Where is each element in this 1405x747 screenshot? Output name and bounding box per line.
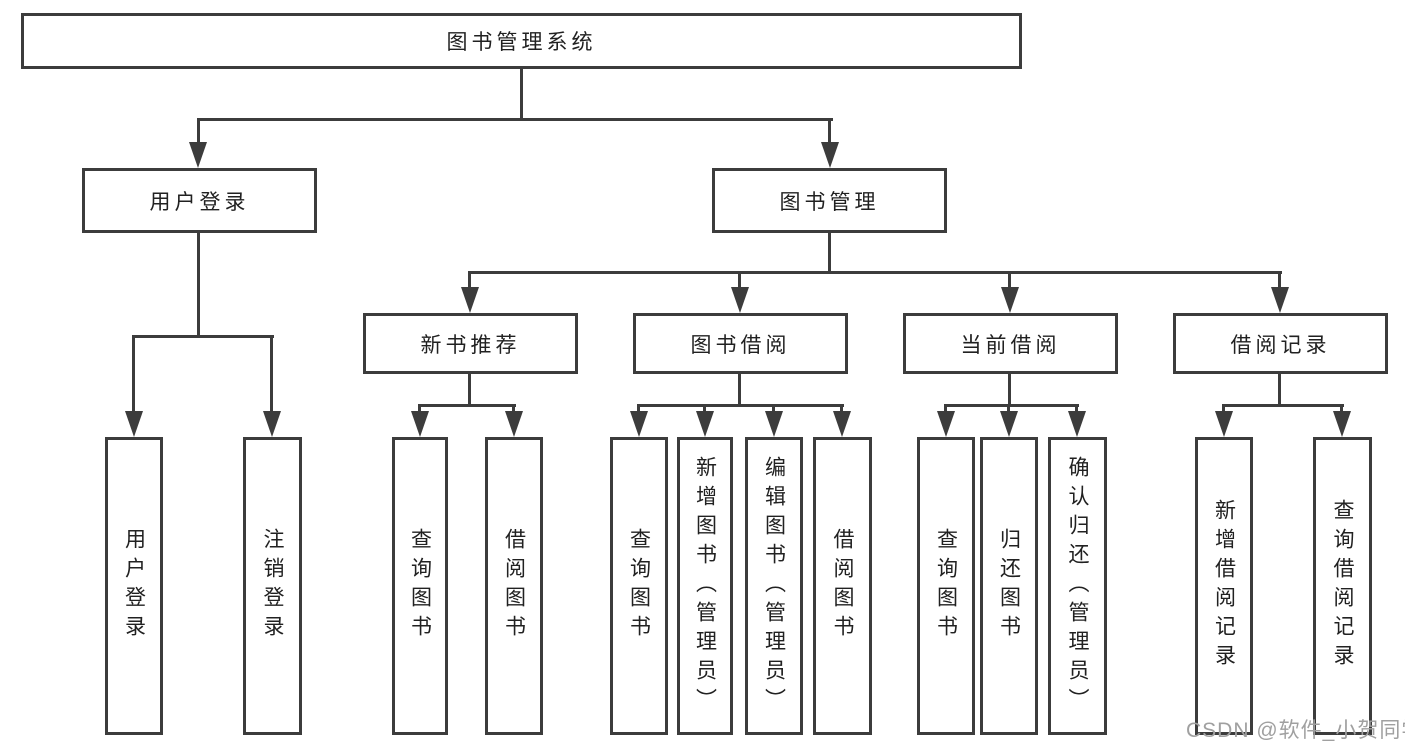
arrowhead-down-icon [411, 411, 429, 437]
leaf-query-books-borrow: 查询图书 [610, 437, 668, 735]
connector-line [520, 69, 523, 118]
connector-line [132, 335, 135, 411]
leaf-query-books-recommend: 查询图书 [392, 437, 448, 735]
arrowhead-down-icon [833, 411, 851, 437]
leaf-edit-books-admin: 编辑图书（管理员） [745, 437, 803, 735]
connector-line [418, 404, 421, 411]
leaf-user-login: 用户登录 [105, 437, 163, 735]
connector-line [468, 271, 471, 287]
leaf-return-books: 归还图书 [980, 437, 1038, 735]
connector-line [197, 118, 200, 142]
node-library-system: 图书管理系统 [21, 13, 1022, 69]
arrowhead-down-icon [630, 411, 648, 437]
arrowhead-down-icon [1001, 287, 1019, 313]
connector-line [828, 118, 831, 142]
connector-line [944, 404, 947, 411]
arrowhead-down-icon [731, 287, 749, 313]
leaf-logout: 注销登录 [243, 437, 302, 735]
connector-line [637, 404, 640, 411]
node-borrow-records: 借阅记录 [1173, 313, 1388, 374]
connector-line [1007, 404, 1010, 411]
connector-line [1008, 271, 1011, 287]
connector-line [1222, 404, 1225, 411]
arrowhead-down-icon [1271, 287, 1289, 313]
connector-line [197, 118, 833, 121]
leaf-borrow-books: 借阅图书 [813, 437, 872, 735]
leaf-query-borrow-record: 查询借阅记录 [1313, 437, 1372, 735]
connector-line [840, 404, 843, 411]
connector-line [637, 404, 844, 407]
connector-line [1340, 404, 1343, 411]
arrowhead-down-icon [125, 411, 143, 437]
leaf-add-books-admin: 新增图书（管理员） [677, 437, 733, 735]
connector-line [1075, 404, 1078, 411]
arrowhead-down-icon [1333, 411, 1351, 437]
connector-line [512, 404, 515, 411]
connector-line [738, 271, 741, 287]
node-book-management: 图书管理 [712, 168, 947, 233]
node-new-book-recommend: 新书推荐 [363, 313, 578, 374]
leaf-confirm-return-admin: 确认归还（管理员） [1048, 437, 1107, 735]
connector-line [468, 374, 471, 404]
node-current-borrow: 当前借阅 [903, 313, 1118, 374]
connector-line [197, 232, 200, 335]
connector-line [1278, 374, 1281, 404]
arrowhead-down-icon [1000, 411, 1018, 437]
arrowhead-down-icon [461, 287, 479, 313]
arrowhead-down-icon [765, 411, 783, 437]
connector-line [738, 374, 741, 404]
csdn-watermark: CSDN @软件_小贺同学 [1186, 719, 1405, 742]
arrowhead-down-icon [1215, 411, 1233, 437]
leaf-borrow-books-recommend: 借阅图书 [485, 437, 543, 735]
leaf-add-borrow-record: 新增借阅记录 [1195, 437, 1253, 735]
arrowhead-down-icon [263, 411, 281, 437]
node-book-borrow: 图书借阅 [633, 313, 848, 374]
connector-line [944, 404, 1079, 407]
arrowhead-down-icon [696, 411, 714, 437]
arrowhead-down-icon [505, 411, 523, 437]
connector-line [828, 233, 831, 271]
connector-line [270, 335, 273, 411]
connector-line [772, 404, 775, 411]
connector-line [1008, 374, 1011, 404]
connector-line [1278, 271, 1281, 287]
arrowhead-down-icon [937, 411, 955, 437]
connector-line [703, 404, 706, 411]
connector-line [418, 404, 516, 407]
connector-line [1222, 404, 1344, 407]
connector-line [132, 335, 274, 338]
arrowhead-down-icon [1068, 411, 1086, 437]
arrowhead-down-icon [821, 142, 839, 168]
leaf-query-books-current: 查询图书 [917, 437, 975, 735]
arrowhead-down-icon [189, 142, 207, 168]
node-user-login: 用户登录 [82, 168, 317, 233]
connector-line [468, 271, 1282, 274]
